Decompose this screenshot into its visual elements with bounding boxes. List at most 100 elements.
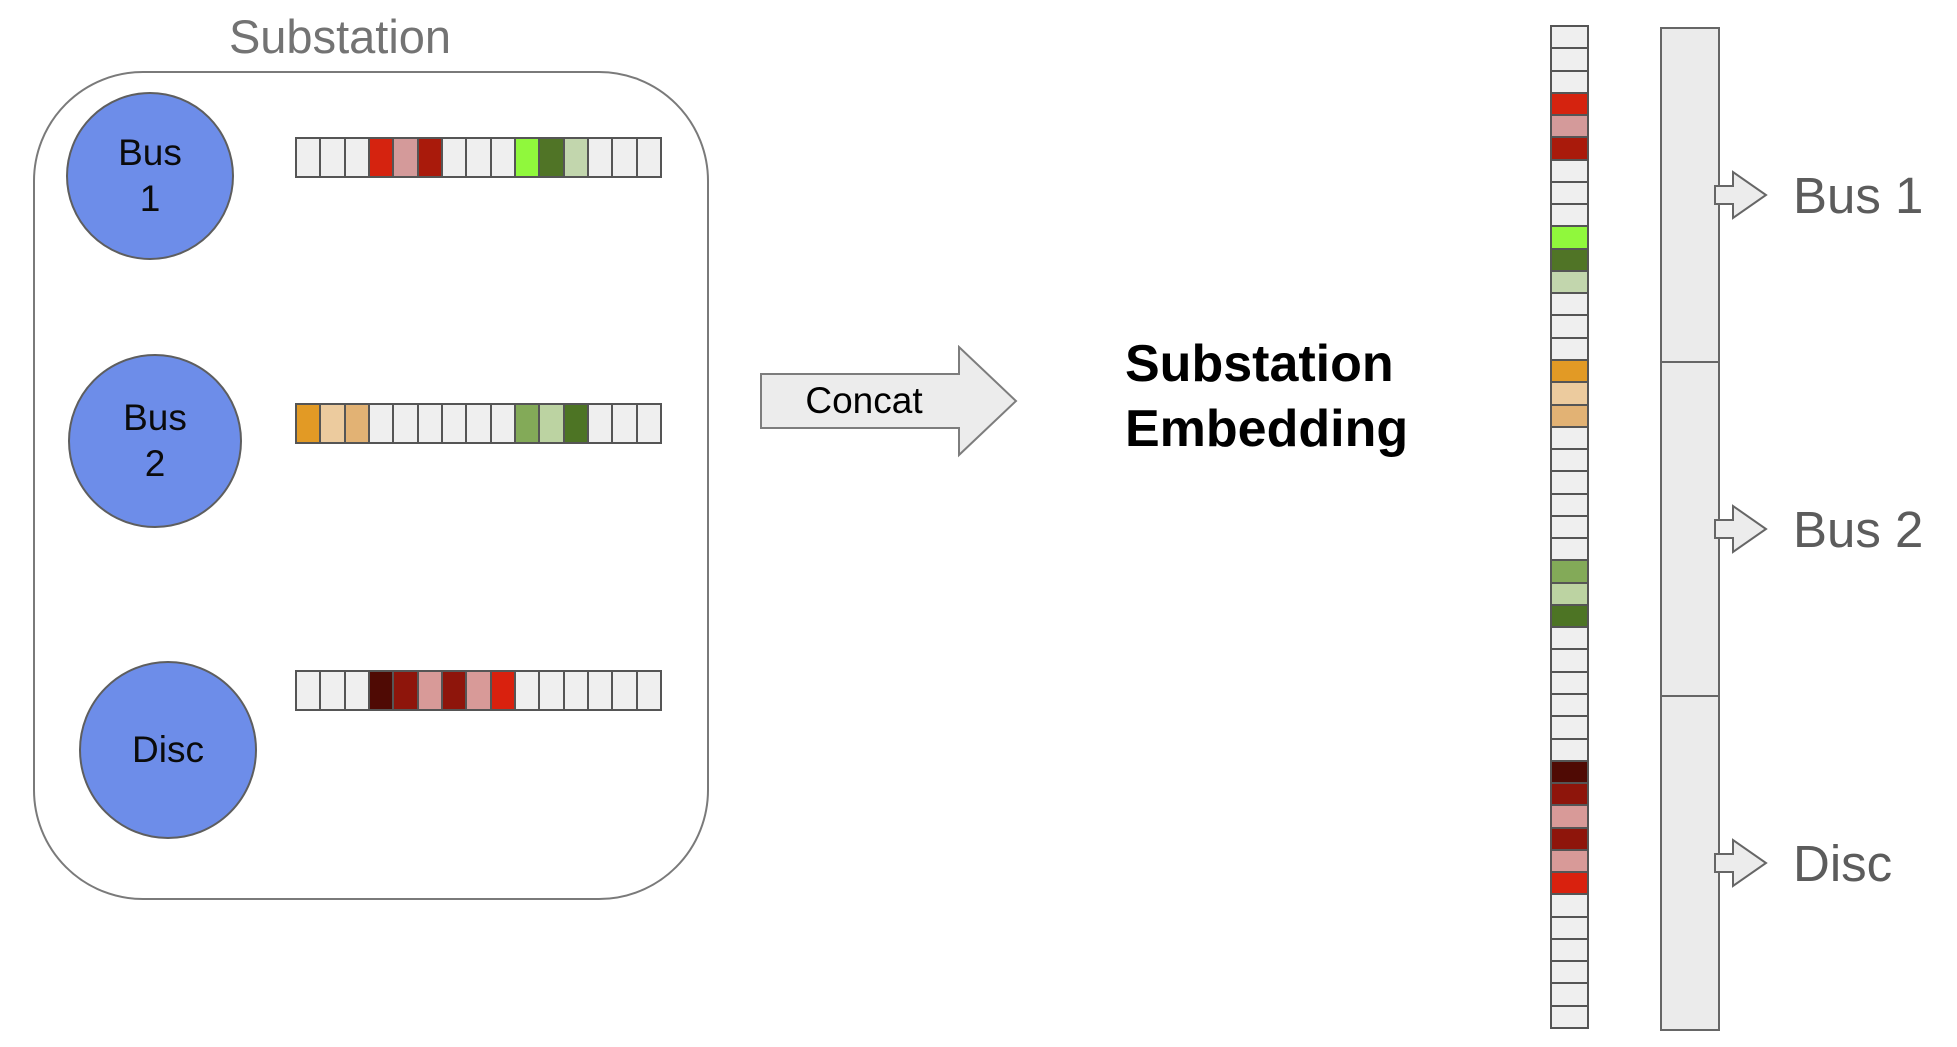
vector-cell <box>586 670 614 711</box>
vector-cell <box>1550 715 1589 740</box>
vector-cell <box>1550 915 1589 940</box>
node-bus1-label-line2: 1 <box>139 178 161 219</box>
vector-cell <box>416 670 443 711</box>
node-bus1-label-line1: Bus <box>118 132 182 173</box>
output-label-bus1: Bus 1 <box>1793 166 1924 224</box>
bus2-section-arrow-icon <box>1714 504 1768 554</box>
node-bus1-circle: Bus 1 <box>66 92 234 260</box>
vector-cell <box>513 137 541 178</box>
vector-cell <box>1550 848 1589 874</box>
vector-cell <box>1550 692 1589 718</box>
vector-cell <box>465 670 492 711</box>
vector-cell <box>1550 626 1589 651</box>
bar-section-disc <box>1660 695 1720 1031</box>
vector-cell <box>635 137 662 178</box>
vector-cell <box>1550 804 1589 829</box>
vector-cell <box>1550 403 1589 428</box>
vector-cell <box>1550 937 1589 963</box>
concatenated-embedding-vector <box>1550 25 1589 1029</box>
vector-cell <box>440 137 468 178</box>
vector-cell <box>538 137 565 178</box>
vector-cell <box>416 403 443 444</box>
vector-cell <box>440 670 468 711</box>
vector-cell <box>1550 25 1589 50</box>
vector-cell <box>635 670 662 711</box>
vector-cell <box>1550 603 1589 629</box>
vector-cell <box>343 137 370 178</box>
embedding-title-line1: Substation <box>1125 335 1394 393</box>
vector-cell <box>1550 737 1589 762</box>
node-bus2-label-line2: 2 <box>144 443 166 484</box>
bar-section-bus2 <box>1660 361 1720 697</box>
vector-cell <box>440 403 468 444</box>
vector-cell <box>538 403 565 444</box>
vector-cell <box>635 403 662 444</box>
vector-cell <box>1550 782 1589 807</box>
vector-cell <box>1550 91 1589 117</box>
vector-cell <box>562 137 589 178</box>
vector-cell <box>392 403 419 444</box>
vector-cell <box>1550 47 1589 72</box>
vector-cell <box>586 403 614 444</box>
vector-cell <box>489 137 516 178</box>
node-bus2-circle: Bus 2 <box>68 354 242 528</box>
vector-cell <box>295 137 322 178</box>
vector-cell <box>1550 336 1589 361</box>
vector-cell <box>562 403 589 444</box>
node-disc-circle: Disc <box>79 661 257 839</box>
vector-cell <box>319 137 346 178</box>
vector-cell <box>1550 448 1589 473</box>
vector-cell <box>1550 292 1589 317</box>
vector-cell <box>343 403 370 444</box>
vector-cell <box>392 670 419 711</box>
vector-cell <box>586 137 614 178</box>
vector-cell <box>367 137 395 178</box>
vector-cell <box>1550 982 1589 1007</box>
disc-embedding-vector <box>295 670 662 711</box>
concat-label: Concat <box>805 380 923 421</box>
vector-cell <box>295 403 322 444</box>
vector-cell <box>1550 893 1589 918</box>
vector-cell <box>1550 136 1589 161</box>
output-label-disc: Disc <box>1793 834 1893 892</box>
vector-cell <box>1550 648 1589 673</box>
vector-cell <box>1550 225 1589 250</box>
vector-cell <box>1550 158 1589 183</box>
vector-cell <box>513 403 541 444</box>
embedding-title: Substation Embedding <box>1125 332 1408 462</box>
vector-cell <box>1550 871 1589 896</box>
vector-cell <box>416 137 443 178</box>
bus1-embedding-vector <box>295 137 662 178</box>
vector-cell <box>295 670 322 711</box>
node-bus2-label-line1: Bus <box>123 397 187 438</box>
vector-cell <box>1550 180 1589 206</box>
vector-cell <box>489 670 516 711</box>
substation-container <box>33 71 709 900</box>
vector-cell <box>1550 114 1589 139</box>
bus2-embedding-vector <box>295 403 662 444</box>
vector-cell <box>489 403 516 444</box>
vector-cell <box>611 403 638 444</box>
embedding-title-line2: Embedding <box>1125 400 1409 458</box>
vector-cell <box>1550 358 1589 384</box>
vector-cell <box>611 137 638 178</box>
bar-section-bus1 <box>1660 27 1720 363</box>
vector-cell <box>1550 514 1589 540</box>
vector-cell <box>367 670 395 711</box>
vector-cell <box>1550 470 1589 495</box>
output-label-bus2: Bus 2 <box>1793 500 1924 558</box>
vector-cell <box>1550 1004 1589 1029</box>
vector-cell <box>465 137 492 178</box>
vector-cell <box>513 670 541 711</box>
vector-cell <box>1550 381 1589 406</box>
vector-cell <box>319 670 346 711</box>
vector-cell <box>343 670 370 711</box>
vector-cell <box>1550 269 1589 295</box>
node-disc-label-line1: Disc <box>132 729 204 770</box>
vector-cell <box>319 403 346 444</box>
vector-cell <box>538 670 565 711</box>
vector-cell <box>465 403 492 444</box>
substation-title: Substation <box>228 10 452 63</box>
vector-cell <box>1550 425 1589 451</box>
bus1-section-arrow-icon <box>1714 170 1768 220</box>
